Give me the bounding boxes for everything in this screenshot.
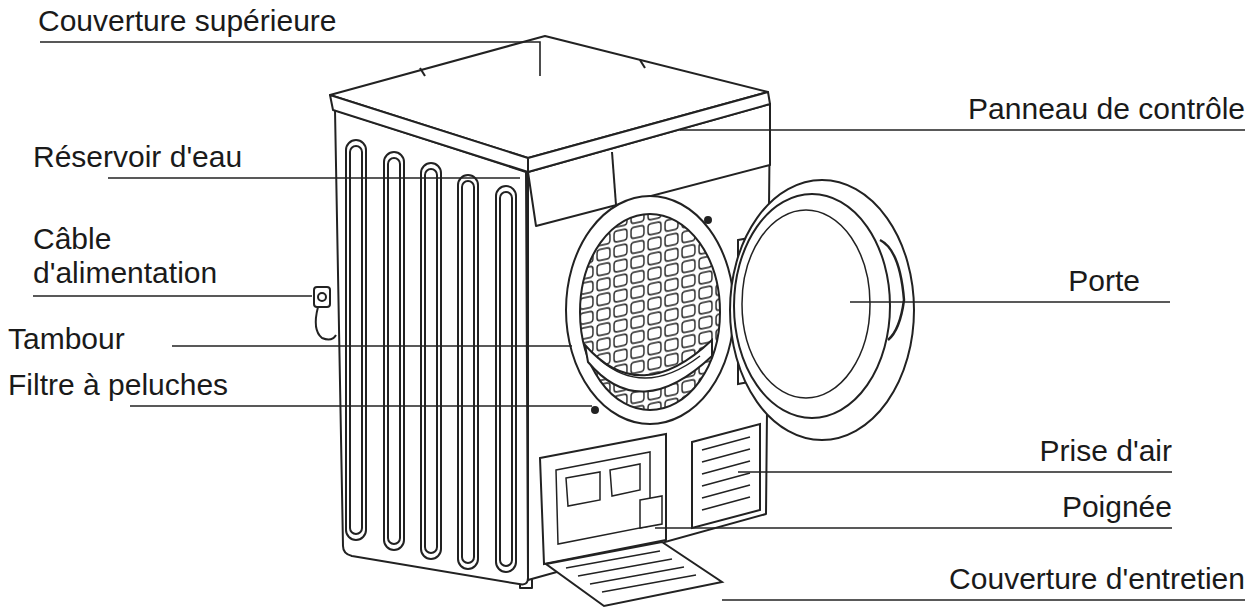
- filter-part: [566, 472, 600, 506]
- service-cover: [546, 542, 722, 606]
- drum-opening: [566, 196, 734, 424]
- side-panel: [335, 110, 528, 584]
- side-rib: [346, 140, 366, 540]
- part-label: Filtre à peluches: [8, 368, 228, 402]
- side-rib: [421, 163, 441, 559]
- leader-line: [33, 295, 312, 297]
- door-glass-inner: [742, 210, 870, 398]
- grille-slats: [702, 437, 750, 510]
- door-ring: [566, 196, 734, 424]
- filter-housing: [556, 452, 650, 544]
- part-label: Porte: [1068, 264, 1140, 298]
- leader-line: [108, 177, 520, 179]
- leader-line: [738, 471, 1172, 473]
- screw: [592, 407, 598, 413]
- side-rib-inner: [462, 181, 474, 563]
- side-rib-inner: [350, 146, 362, 534]
- power-plug-socket: [318, 293, 326, 301]
- part-label: Tambour: [8, 322, 125, 356]
- side-rib: [496, 186, 516, 572]
- door-frame: [730, 180, 914, 440]
- leader-line: [722, 599, 1245, 601]
- side-rib-inner: [500, 192, 512, 566]
- lint-filter: [585, 340, 712, 392]
- power-plug: [314, 287, 330, 307]
- cable-wire: [316, 307, 336, 339]
- part-label: Couverture supérieure: [38, 4, 337, 38]
- part-label: Câble d'alimentation: [33, 222, 248, 290]
- side-rib: [384, 152, 404, 550]
- leader-line: [680, 129, 1245, 131]
- top-seam: [640, 60, 645, 68]
- door: [730, 180, 914, 440]
- part-label: Réservoir d'eau: [33, 140, 242, 174]
- filter-part: [610, 464, 640, 496]
- side-ribs: [346, 140, 516, 572]
- screw: [705, 217, 711, 223]
- grille-frame: [692, 424, 760, 528]
- top-cover: [330, 36, 768, 158]
- air-intake: [692, 424, 760, 528]
- door-glass: [734, 194, 890, 418]
- part-label: Prise d'air: [1040, 434, 1172, 468]
- part-label: Poignée: [1062, 490, 1172, 524]
- power-cable: [314, 287, 336, 339]
- drum: [580, 214, 720, 410]
- leader-line: [850, 301, 1170, 303]
- leader-line: [130, 405, 592, 407]
- leader-line: [655, 527, 1172, 529]
- service-cover-ribs: [566, 551, 696, 592]
- dryer-body: [330, 36, 770, 588]
- side-rib: [458, 175, 478, 569]
- leader-lines: [33, 42, 1245, 600]
- door-handle: [880, 240, 904, 340]
- leader-line: [172, 345, 572, 347]
- part-label: Couverture d'entretien: [949, 562, 1245, 596]
- lint-filter-edge: [600, 356, 700, 378]
- side-rib-inner: [425, 169, 437, 553]
- service-compartment: [540, 434, 722, 606]
- leader-line: [40, 42, 540, 76]
- top-cover-edge: [528, 92, 770, 172]
- service-handle: [640, 496, 662, 528]
- side-rib-inner: [388, 158, 400, 544]
- top-seam: [420, 68, 425, 76]
- panel-divider: [612, 152, 616, 205]
- part-label: Panneau de contrôle: [968, 92, 1245, 126]
